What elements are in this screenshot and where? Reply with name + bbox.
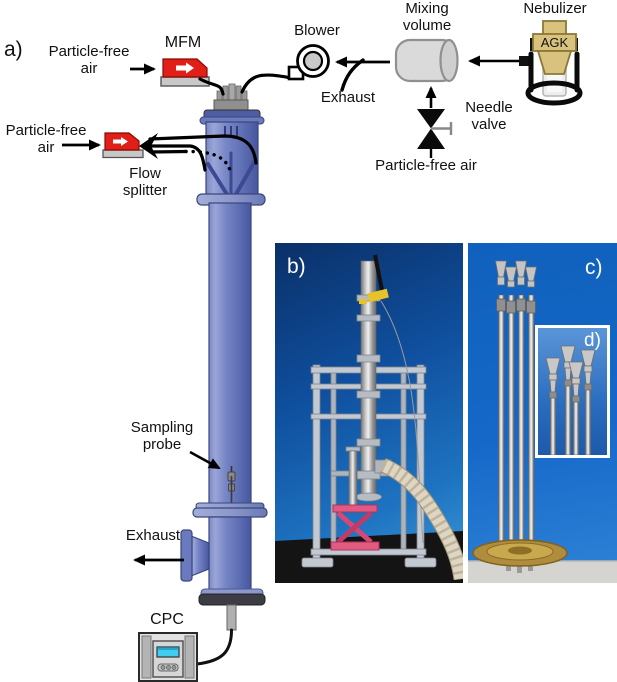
flow-tube-column	[180, 83, 268, 631]
exhaust-port	[190, 535, 210, 577]
nebulizer-model-label: AGK	[540, 35, 569, 50]
blower-label: Blower	[294, 22, 340, 39]
tube-main-section	[208, 202, 252, 510]
sample-outlet-stub	[226, 604, 237, 631]
brass-base-disc	[472, 539, 568, 567]
sampling-probe-label: Sampling probe	[130, 419, 194, 453]
thin-cable	[380, 300, 424, 544]
needle-valve-icon	[417, 86, 453, 158]
small-pipe	[348, 450, 358, 507]
photo-c-floor	[468, 561, 617, 583]
flow-splitter-label: Flow splitter	[122, 165, 168, 199]
particle-free-air-mid-label: Particle-free air	[5, 122, 87, 156]
photo-apparatus-frame: b)	[275, 243, 463, 583]
photo-nozzle-closeup-inset: d)	[535, 325, 610, 458]
internal-inlet-tubes	[206, 151, 257, 202]
nebulizer-label: Nebulizer	[523, 0, 587, 17]
yellow-clamp	[367, 288, 389, 303]
sampling-probe-arrow	[189, 450, 221, 470]
blower-icon	[240, 44, 390, 94]
nebulizer-icon	[468, 20, 583, 106]
split-line-3-dotted	[184, 149, 232, 172]
photo-b-drawing	[275, 254, 463, 583]
corrugated-hose	[379, 458, 463, 581]
mfm-to-tube-cable	[198, 77, 225, 96]
nebulizer-cap-top	[542, 20, 567, 36]
tube-bottom-section	[208, 516, 252, 594]
exhaust-port-flange	[180, 529, 193, 582]
photo-c-drawing	[468, 260, 617, 583]
flow-splitter-assembly	[62, 132, 258, 172]
mfm-icon	[130, 58, 225, 96]
nebulizer-cage-base	[525, 80, 583, 106]
split-line-1	[148, 134, 258, 165]
mixing-volume-label: Mixing volume	[402, 0, 452, 34]
photo-injector-tubes: c)	[468, 243, 617, 583]
scissor-jack	[330, 504, 380, 551]
blower-to-tube-cable	[240, 73, 293, 94]
nozzle-tips	[495, 260, 537, 314]
exhaust-bottom-label: Exhaust	[125, 527, 181, 544]
photo-b-floor	[275, 531, 463, 583]
panel-c-label: c)	[585, 256, 603, 279]
exhaust-branch-line	[340, 58, 365, 92]
mfm-label: MFM	[164, 34, 202, 51]
mixing-volume-icon	[394, 38, 459, 83]
cpc-icon	[138, 628, 233, 682]
tube-bottom-flange	[198, 593, 266, 606]
cpc-label: CPC	[150, 611, 184, 628]
panel-a-label: a)	[4, 38, 23, 61]
top-rod	[373, 254, 385, 296]
panel-b-label: b)	[287, 255, 306, 278]
particle-free-air-top-label: Particle-free air	[48, 43, 130, 77]
tube-to-cpc-cable	[195, 628, 233, 666]
panel-d-label: d)	[584, 330, 601, 351]
particle-free-air-bottom-label: Particle-free air	[375, 157, 477, 174]
exhaust-top-label: Exhaust	[320, 89, 376, 106]
photo-d-drawing	[545, 345, 596, 456]
injector-tube-bundle	[498, 294, 535, 546]
nozzle-closeup-group	[545, 345, 596, 456]
needle-valve-label: Needle valve	[465, 99, 513, 133]
